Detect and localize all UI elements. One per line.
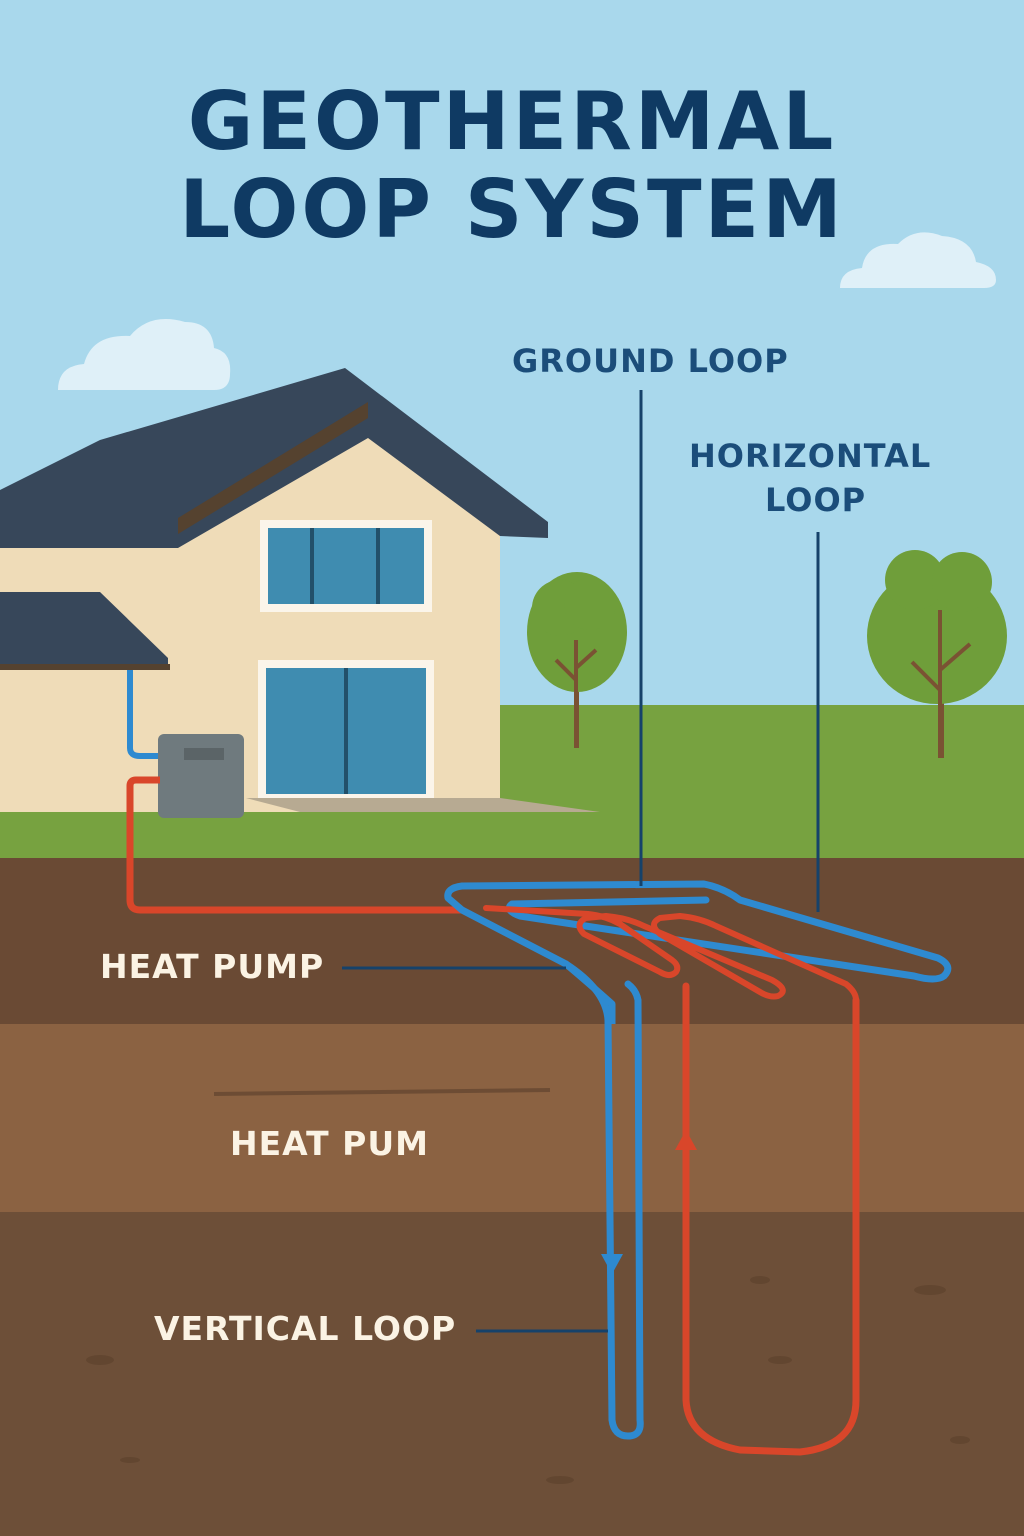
arrow-icon	[675, 1130, 697, 1150]
soil-texture	[86, 1276, 970, 1484]
horizontal-loop-warm	[483, 905, 859, 1003]
vertical-loop-warm	[682, 982, 860, 1456]
warm-supply-pipe	[126, 776, 462, 914]
patio	[246, 798, 600, 812]
tree-icon	[867, 550, 1007, 758]
tree-icon	[527, 572, 627, 748]
page-title: GEOTHERMAL	[187, 75, 837, 168]
page-subtitle: LOOP SYSTEM	[179, 163, 845, 256]
heat-pump-faded-label: HEAT PUM	[230, 1124, 429, 1163]
horizontal-loop-label-line1: HORIZONTAL	[689, 437, 932, 475]
soil-bottom-layer	[0, 1212, 1024, 1536]
faded-divider	[213, 1088, 551, 1096]
vertical-loop-cold	[562, 960, 644, 1440]
arrow-icon	[601, 1254, 623, 1274]
ground-loop-label: GROUND LOOP	[512, 342, 789, 380]
garage-roof	[0, 592, 168, 668]
outdoor-unit-icon	[158, 734, 244, 818]
heat-pump-label: HEAT PUMP	[100, 947, 325, 986]
cloud-icon	[58, 319, 231, 390]
indoor-cold-pipe	[127, 670, 160, 759]
horizontal-loop-label-line2: LOOP	[765, 481, 867, 519]
vertical-loop-label: VERTICAL LOOP	[154, 1309, 457, 1348]
roof	[0, 368, 548, 548]
house	[0, 368, 600, 812]
soil-middle-layer	[0, 1024, 1024, 1214]
cloud-icon	[840, 232, 996, 288]
horizontal-loop-cold	[444, 880, 952, 983]
